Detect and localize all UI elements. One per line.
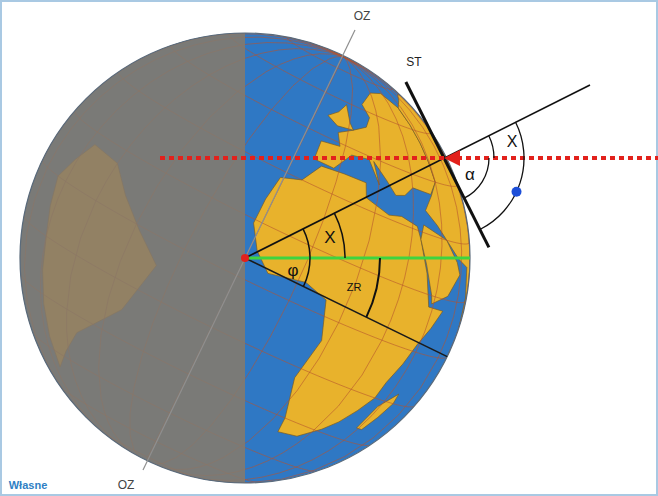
angle-arc	[303, 229, 310, 287]
sun-ray	[160, 156, 658, 160]
axis-label: OZ	[354, 10, 371, 22]
land	[326, 99, 362, 132]
land	[357, 384, 399, 438]
graticule	[0, 0, 546, 496]
globe-outline	[20, 33, 470, 483]
angle-arc	[464, 158, 489, 198]
angle-label: X	[507, 134, 518, 150]
night-side	[20, 33, 245, 483]
equator-label: ZR	[347, 282, 362, 293]
center-dot	[241, 254, 249, 262]
angle-arc	[334, 213, 345, 258]
ray-arrowhead	[444, 150, 460, 166]
earth-axis	[143, 30, 355, 470]
watermark: Własne	[9, 480, 48, 491]
right-angle-dot	[512, 187, 522, 197]
radius-line	[245, 85, 590, 258]
angle-arc	[489, 136, 494, 158]
angle-arc	[480, 122, 524, 229]
angle-label: X	[324, 229, 335, 246]
plane-label: ST	[406, 56, 421, 68]
angle-label: φ	[287, 262, 298, 279]
angle-arc	[366, 258, 380, 317]
tangent-plane	[406, 82, 489, 247]
axis-label: OZ	[118, 479, 135, 491]
green-line	[245, 257, 470, 260]
globe-map	[0, 0, 546, 496]
angle-label: α	[465, 166, 475, 183]
equator-line	[245, 258, 447, 357]
